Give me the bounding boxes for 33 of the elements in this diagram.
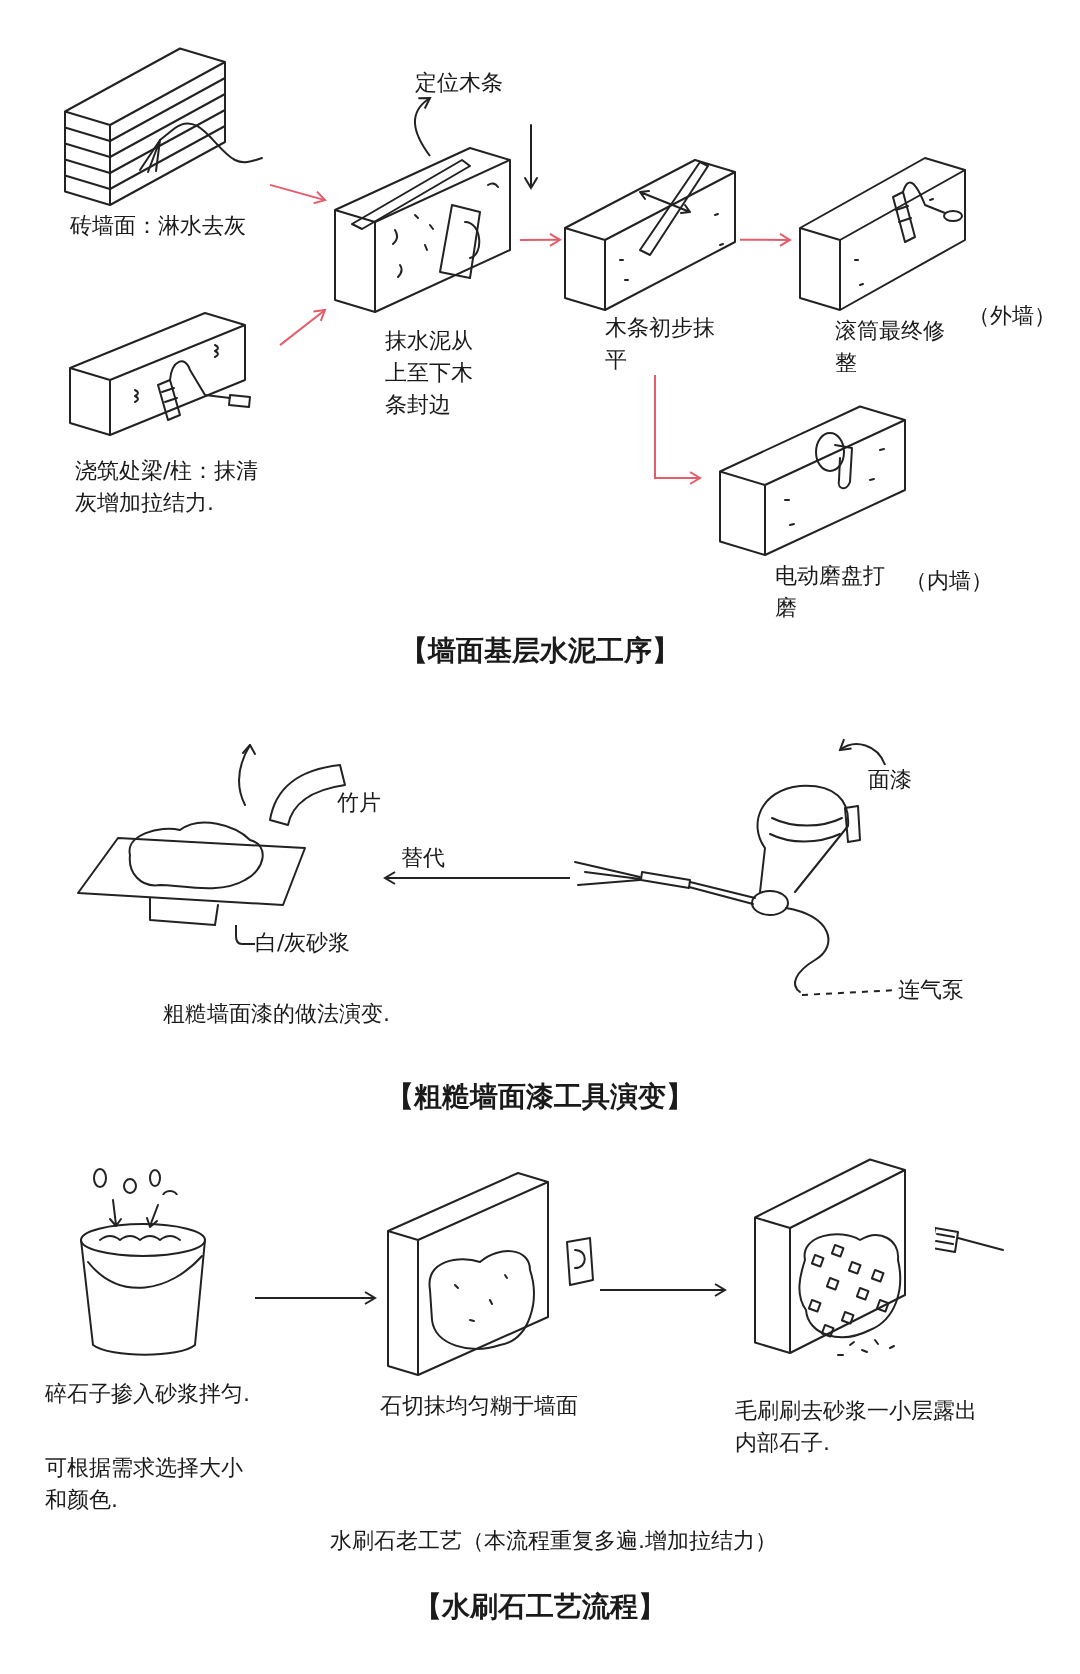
label-text: 连气泵 [898,975,964,1005]
label-text: 面漆 [868,765,912,795]
arrow [654,374,701,485]
step-label: 砖墙面：淋水去灰 [70,212,247,240]
step-label: 可根据需求选择大小和颜色. [45,1454,244,1514]
leader-line [839,738,886,766]
step-label: 木条初步抹平 [605,314,715,374]
arrow [519,232,561,247]
arrow [739,232,791,247]
step-label: 电动磨盘打磨 [775,562,886,622]
section-heading: 【墙面基层水泥工序】 [400,633,680,669]
side-note: （内墙） [905,567,993,595]
step-label: 浇筑处梁/柱：抹清灰增加拉结力. [75,457,260,517]
leader-line [414,97,431,157]
arrow [384,871,571,885]
arrow [279,309,326,347]
step-label: 碎石子掺入砂浆拌匀. [45,1380,250,1408]
leader-line [235,924,256,945]
arrow [254,1291,376,1305]
section-heading: 【水刷石工艺流程】 [414,1589,666,1625]
step-label: 抹水泥从上至下木条封边 [385,327,474,419]
side-note: （外墙） [968,302,1056,330]
arrow [269,183,326,205]
arrow [599,1283,726,1297]
note: 粗糙墙面漆的做法演变. [163,1000,391,1028]
note: 水刷石老工艺（本流程重复多遍.增加拉结力） [330,1527,778,1555]
step-label: 滚筒最终修整 [835,317,946,377]
step-label: 毛刷刷去砂浆一小层露出内部石子. [735,1397,978,1457]
step-label: 竹片 [337,789,382,817]
section-heading: 【粗糙墙面漆工具演变】 [386,1079,694,1115]
label-text: 定位木条 [415,68,503,98]
label-text: 白/灰砂浆 [255,928,351,958]
step-label: 石切抹均匀糊于墙面 [380,1392,579,1420]
